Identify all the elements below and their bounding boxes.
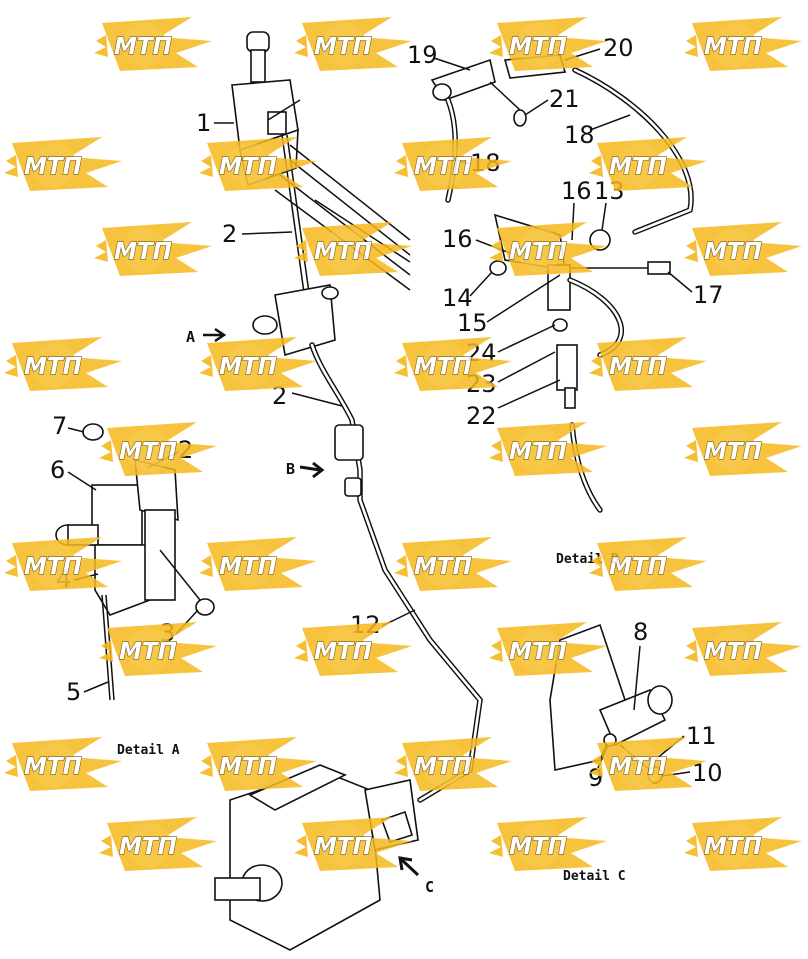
callout-20: 20 [603, 34, 634, 62]
svg-text:МТП: МТП [314, 639, 372, 665]
callout-2: 2 [222, 220, 237, 248]
watermark-layer: МТП МТП МТП МТП МТП МТП МТП МТП МТП МТП … [4, 17, 802, 871]
svg-text:МТП: МТП [609, 154, 667, 180]
valve-block [252, 284, 339, 357]
svg-text:МТП: МТП [314, 834, 372, 860]
view-marker-a: A [186, 327, 227, 346]
callout-19: 19 [407, 41, 438, 69]
svg-text:МТП: МТП [414, 154, 472, 180]
svg-text:МТП: МТП [219, 354, 277, 380]
svg-text:МТП: МТП [609, 554, 667, 580]
callout-5: 5 [66, 678, 81, 706]
callout-8: 8 [633, 618, 648, 646]
svg-text:МТП: МТП [704, 239, 762, 265]
callout-21: 21 [549, 85, 580, 113]
svg-text:МТП: МТП [704, 34, 762, 60]
svg-text:A: A [186, 328, 195, 346]
svg-text:МТП: МТП [509, 239, 567, 265]
svg-text:МТП: МТП [609, 354, 667, 380]
svg-text:МТП: МТП [219, 154, 277, 180]
view-marker-b: B [286, 460, 325, 479]
callout-17: 17 [693, 281, 724, 309]
svg-text:МТП: МТП [114, 239, 172, 265]
svg-text:МТП: МТП [704, 439, 762, 465]
svg-text:МТП: МТП [414, 554, 472, 580]
accumulator [334, 424, 364, 497]
svg-text:МТП: МТП [119, 834, 177, 860]
svg-text:МТП: МТП [24, 754, 82, 780]
callout-1: 1 [196, 109, 211, 137]
callout-15: 15 [457, 309, 488, 337]
svg-text:МТП: МТП [414, 754, 472, 780]
svg-text:МТП: МТП [24, 154, 82, 180]
callout-22: 22 [466, 402, 497, 430]
svg-text:МТП: МТП [609, 754, 667, 780]
svg-text:МТП: МТП [314, 34, 372, 60]
callout-11: 11 [686, 722, 717, 750]
svg-text:МТП: МТП [704, 639, 762, 665]
callout-7: 7 [52, 412, 67, 440]
callout-16: 16 [442, 225, 473, 253]
svg-text:МТП: МТП [219, 754, 277, 780]
svg-text:МТП: МТП [24, 354, 82, 380]
callout-14: 14 [442, 284, 473, 312]
callout-6: 6 [50, 456, 65, 484]
svg-text:МТП: МТП [414, 354, 472, 380]
pump-housing [214, 764, 419, 951]
svg-text:B: B [286, 460, 295, 478]
callout-16: 16 [561, 177, 592, 205]
svg-text:МТП: МТП [314, 239, 372, 265]
view-marker-c: C [398, 856, 434, 896]
svg-text:МТП: МТП [119, 439, 177, 465]
detail-a-caption: Detail A [117, 743, 180, 758]
svg-text:МТП: МТП [704, 834, 762, 860]
svg-text:МТП: МТП [509, 34, 567, 60]
svg-text:МТП: МТП [509, 639, 567, 665]
detail-c-caption: Detail C [563, 869, 626, 884]
svg-text:МТП: МТП [509, 439, 567, 465]
svg-text:C: C [425, 878, 434, 896]
svg-text:МТП: МТП [114, 34, 172, 60]
svg-text:МТП: МТП [509, 834, 567, 860]
svg-text:МТП: МТП [119, 639, 177, 665]
svg-text:МТП: МТП [24, 554, 82, 580]
svg-text:МТП: МТП [219, 554, 277, 580]
callout-2: 2 [272, 382, 287, 410]
callout-18: 18 [564, 121, 595, 149]
